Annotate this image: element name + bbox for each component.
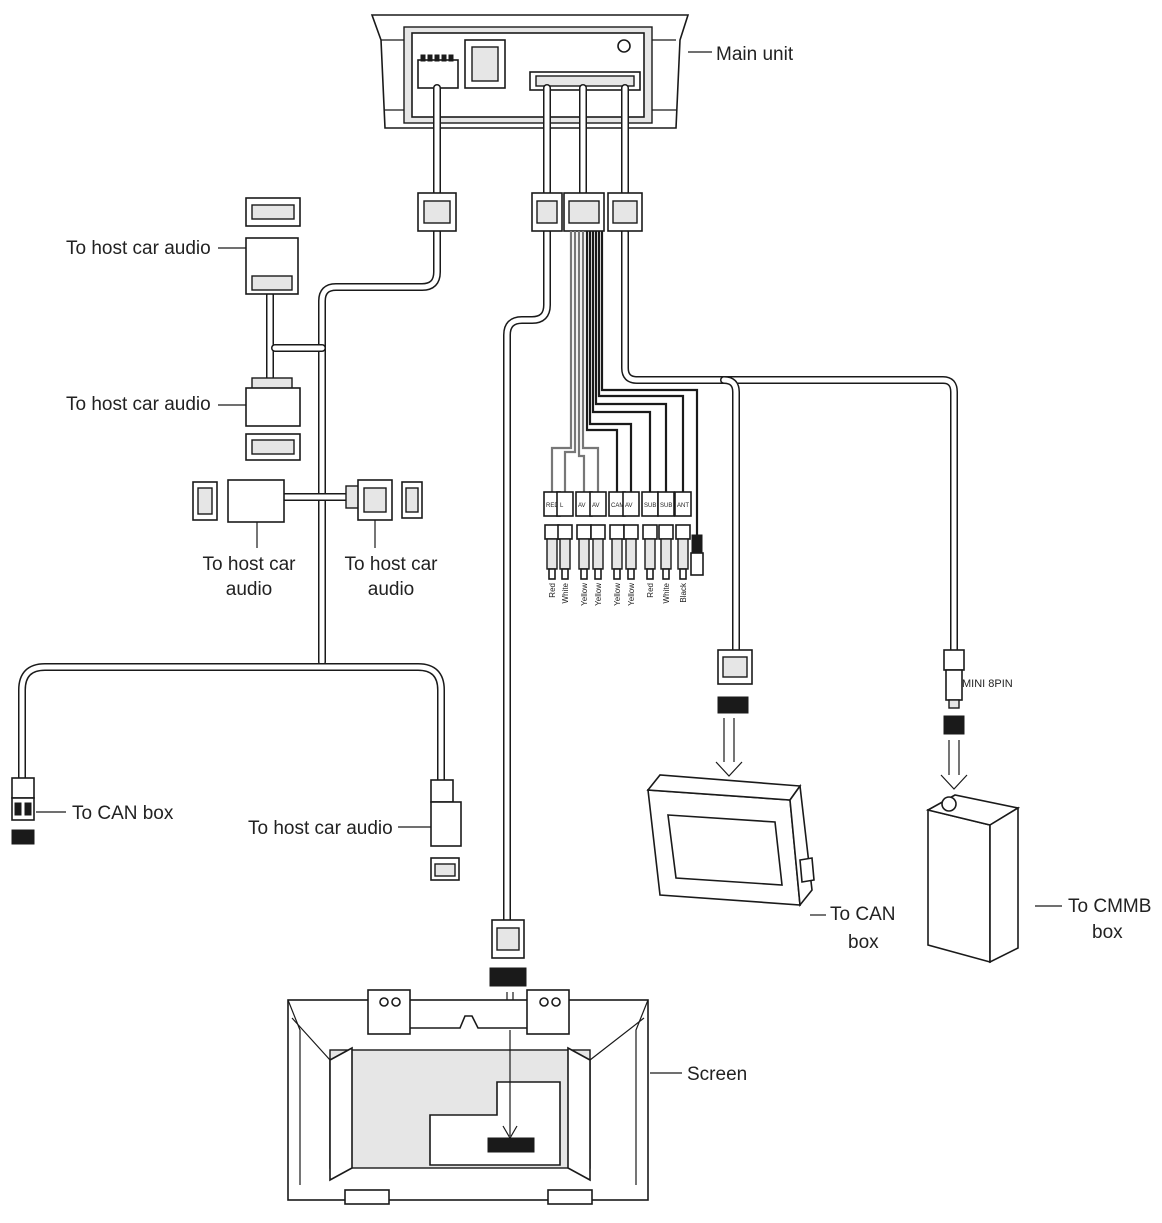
rca-plug-9: ANT Black <box>674 491 692 603</box>
rca-label-7: Red <box>646 583 655 598</box>
main-unit-plugs <box>417 192 643 232</box>
host-audio-label-3-line2: audio <box>226 579 273 600</box>
rca-label-8: White <box>662 582 671 603</box>
host-audio-plug-lower <box>430 779 462 881</box>
rca-label-5: Yellow <box>613 583 622 606</box>
rca-label-6: Yellow <box>627 583 636 606</box>
main-unit-label: Main unit <box>716 44 794 65</box>
cmmb-label-line2: box <box>1092 922 1123 943</box>
screen-label: Screen <box>687 1064 747 1085</box>
cmmb-box <box>925 794 1021 964</box>
rca-plug-2: L White <box>556 491 574 603</box>
rca-wire-bundle <box>550 231 699 535</box>
svg-text:AV: AV <box>625 503 633 509</box>
rca-plug-3: AV Yellow <box>575 491 593 606</box>
mini-pin-label: MINI 8PIN <box>962 678 1013 690</box>
rca-plug-row: RED Red L White AV Yellow AV <box>543 491 704 606</box>
host-audio-label-3-line1: To host car <box>203 554 297 575</box>
rca-plug-1: RED Red <box>543 491 561 598</box>
rca-plug-6: AV Yellow <box>622 491 640 606</box>
rca-plug-8: SUB White <box>657 491 675 603</box>
svg-text:AV: AV <box>578 503 586 509</box>
can-box <box>646 774 815 908</box>
screen-plug <box>489 919 527 987</box>
main-unit-pins <box>420 54 454 62</box>
host-audio-label-5: To host car audio <box>248 818 393 839</box>
mini-pin-plug <box>943 649 965 735</box>
main-unit <box>370 14 690 129</box>
cmmb-label-line1: To CMMB <box>1068 896 1151 917</box>
host-audio-label-1: To host car audio <box>66 238 211 259</box>
svg-text:AV: AV <box>592 503 600 509</box>
can-plug-right <box>717 649 753 714</box>
rca-plug-7: SUB Red <box>641 491 659 598</box>
host-audio-plug-side-left <box>192 479 285 523</box>
screen-unit <box>287 989 649 1205</box>
can-box-plug-left <box>11 777 35 845</box>
can-box-label-right-line2: box <box>848 932 879 953</box>
rca-label-2: White <box>561 582 570 603</box>
can-arrow <box>715 718 743 777</box>
svg-text:SUB: SUB <box>660 503 672 509</box>
rca-label-3: Yellow <box>580 583 589 606</box>
svg-text:ANT: ANT <box>677 503 689 509</box>
rca-label-1: Red <box>548 583 557 598</box>
rca-label-4: Yellow <box>594 583 603 606</box>
host-audio-plug-second <box>245 377 301 461</box>
harness-cables <box>18 84 958 924</box>
host-audio-plug-side-right <box>345 479 423 521</box>
svg-text:CAM: CAM <box>611 503 624 509</box>
can-box-label-left: To CAN box <box>72 803 174 824</box>
svg-text:RED: RED <box>546 503 559 509</box>
host-audio-label-4-line1: To host car <box>345 554 439 575</box>
host-audio-plug-top <box>245 197 301 295</box>
can-box-label-right-line1: To CAN <box>830 904 895 925</box>
rca-label-9: Black <box>679 582 688 603</box>
rca-plug-4: AV Yellow <box>589 491 607 606</box>
svg-text:L: L <box>560 503 564 509</box>
host-audio-label-4-line2: audio <box>368 579 415 600</box>
cmmb-arrow <box>940 740 968 790</box>
host-audio-label-2: To host car audio <box>66 394 211 415</box>
svg-text:SUB: SUB <box>644 503 656 509</box>
rca-plug-10 <box>690 534 704 576</box>
